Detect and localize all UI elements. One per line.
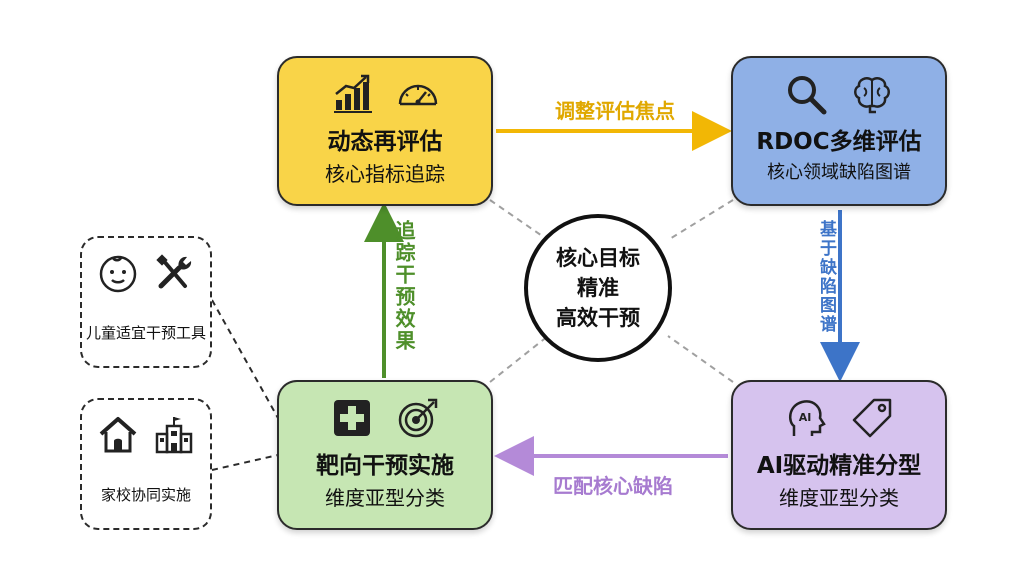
core-goal-line3: 高效干预 [556, 306, 640, 331]
core-goal-line1: 核心目标 [556, 245, 640, 270]
arrow-label-bottom: 匹配核心缺陷 [553, 474, 673, 498]
dashed-link-tr [667, 199, 734, 241]
bar-chart-icon [334, 74, 372, 113]
brain-icon [854, 77, 890, 114]
side-box-caption: 儿童适宜干预工具 [85, 324, 206, 342]
arrow-label-left: 追踪干预效果 [392, 220, 416, 352]
medical-cross-icon [334, 400, 370, 436]
box-rdoc-assessment: RDOC多维评估 核心领域缺陷图谱 [731, 56, 947, 206]
box-title: RDOC多维评估 [756, 129, 922, 155]
target-icon [398, 398, 438, 438]
dashed-link-bl [489, 335, 549, 383]
dashed-link-tl [489, 199, 549, 241]
arrow-label-right: 基于缺陷图谱 [816, 220, 836, 334]
box-subtitle: 核心指标追踪 [325, 162, 445, 186]
house-icon [99, 417, 137, 453]
box-title: 动态再评估 [327, 129, 443, 155]
side-box-caption: 家校协同实施 [100, 486, 191, 504]
box-subtitle: 维度亚型分类 [325, 486, 445, 510]
dashed-link-br [667, 335, 734, 383]
box-targeted-intervention: 靶向干预实施 维度亚型分类 [277, 380, 493, 530]
magnifier-icon [788, 76, 827, 115]
side-box-child-tools: 儿童适宜干预工具 [80, 236, 212, 368]
svg-text:AI: AI [799, 411, 812, 424]
box-title: 靶向干预实施 [316, 453, 454, 479]
ai-head-icon: AI [788, 400, 826, 436]
box-subtitle: 维度亚型分类 [779, 486, 899, 510]
core-goal-circle: 核心目标 精准 高效干预 [524, 214, 672, 362]
core-goal-line2: 精准 [577, 275, 619, 300]
arrow-label-top: 调整评估焦点 [555, 99, 675, 123]
box-title: AI驱动精准分型 [756, 453, 922, 479]
tag-icon [852, 398, 892, 438]
child-face-icon [99, 255, 137, 293]
box-ai-subtyping: AI AI驱动精准分型 维度亚型分类 [731, 380, 947, 530]
gauge-icon [398, 84, 438, 106]
tools-icon [156, 254, 192, 289]
school-icon [155, 417, 193, 454]
side-link-2 [211, 454, 279, 471]
side-box-home-school: 家校协同实施 [80, 398, 212, 530]
box-subtitle: 核心领域缺陷图谱 [767, 162, 911, 183]
box-dynamic-reassessment: 动态再评估 核心指标追踪 [277, 56, 493, 206]
side-link-1 [211, 299, 279, 419]
